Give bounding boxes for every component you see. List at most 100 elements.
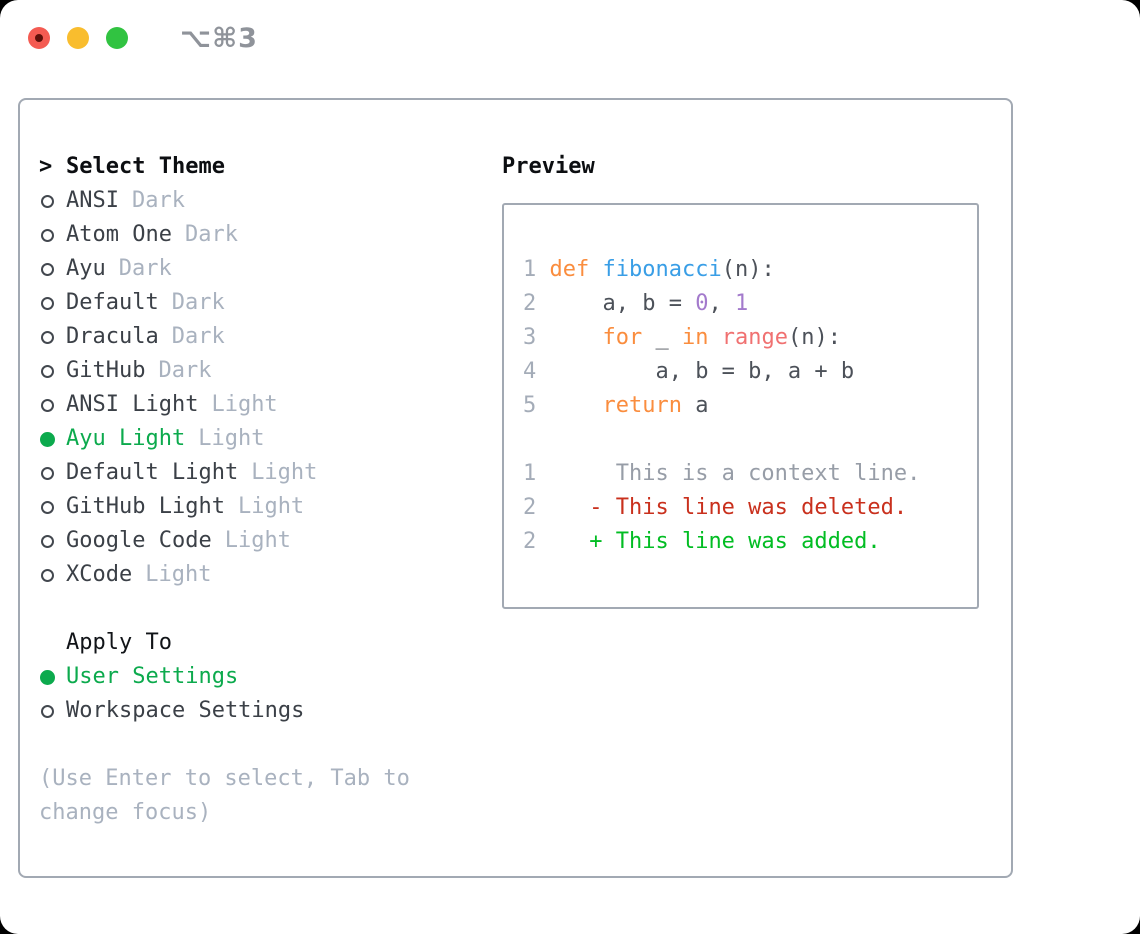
code-line: 1 def fibonacci(n): — [523, 253, 977, 287]
code-token-number: 1 — [734, 291, 749, 316]
code-line: 3 for _ in range(n): — [523, 321, 977, 355]
theme-name: GitHub — [66, 358, 146, 383]
preview-title: Preview — [502, 154, 595, 179]
radio-icon — [41, 228, 54, 242]
line-number: 1 — [523, 461, 590, 486]
radio-cell — [39, 660, 66, 694]
window-title: ⌥⌘3 — [180, 22, 258, 54]
code-preview: 1 def fibonacci(n): 2 a, b = 0, 1 3 for _ … — [523, 253, 977, 423]
theme-name: Dracula — [66, 324, 159, 349]
theme-option-ayu[interactable]: Ayu Dark — [39, 252, 480, 286]
radio-icon — [41, 500, 54, 514]
radio-icon — [41, 364, 54, 378]
radio-cell — [39, 422, 66, 456]
code-token-keyword: for — [602, 325, 643, 350]
diff-text: + This line was added. — [589, 529, 881, 554]
line-number: 2 — [523, 291, 550, 316]
radio-cell — [39, 320, 66, 354]
close-button[interactable] — [28, 27, 50, 49]
radio-icon — [41, 534, 54, 548]
keyboard-hint: (Use Enter to select, Tab to change focu… — [39, 766, 410, 825]
code-token-plain: (n): — [787, 325, 841, 350]
apply-option-label: Workspace Settings — [66, 698, 305, 723]
radio-icon — [41, 296, 54, 310]
radio-icon — [41, 568, 54, 582]
code-token-plain — [550, 393, 603, 418]
code-token-function: fibonacci — [602, 257, 722, 282]
apply-option-workspace-settings[interactable]: Workspace Settings — [39, 694, 480, 728]
radio-cell — [39, 388, 66, 422]
radio-cell — [39, 456, 66, 490]
theme-variant-badge: Dark — [118, 256, 172, 281]
code-token-plain — [550, 325, 603, 350]
theme-option-dracula[interactable]: Dracula Dark — [39, 320, 480, 354]
theme-name: Atom One — [66, 222, 172, 247]
theme-variant-badge: Dark — [171, 324, 225, 349]
line-number: 2 — [523, 495, 590, 520]
radio-cell — [39, 218, 66, 252]
preview-separator — [523, 423, 977, 457]
theme-variant-badge: Dark — [131, 188, 185, 213]
theme-variant-badge: Light — [145, 562, 212, 587]
traffic-lights — [28, 27, 145, 49]
preview-box: 1 def fibonacci(n): 2 a, b = 0, 1 3 for _ … — [502, 203, 979, 609]
code-token-plain: a, b = b, a + b — [549, 359, 855, 384]
radio-icon — [41, 398, 54, 412]
code-token-plain: , — [708, 291, 735, 316]
theme-variant-badge: Light — [198, 426, 265, 451]
radio-cell — [39, 558, 66, 592]
apply-to-header: Apply To — [39, 626, 480, 660]
radio-cell — [39, 524, 66, 558]
apply-option-label: User Settings — [66, 664, 239, 689]
select-theme-title: Select Theme — [66, 154, 225, 179]
zoom-button[interactable] — [106, 27, 128, 49]
code-token-plain: a — [681, 393, 709, 418]
diff-preview: 1 This is a context line.2 - This line w… — [523, 457, 977, 559]
diff-line-context: 1 This is a context line. — [523, 457, 977, 491]
radio-cell — [39, 694, 66, 728]
code-token-number: 0 — [695, 291, 709, 316]
modified-dot-icon — [35, 34, 43, 42]
theme-variant-badge: Dark — [158, 358, 212, 383]
select-theme-header: > Select Theme — [39, 150, 480, 184]
radio-icon — [41, 262, 54, 276]
theme-variant-badge: Dark — [171, 290, 225, 315]
line-number: 2 — [523, 529, 590, 554]
theme-option-ansi[interactable]: ANSI Dark — [39, 184, 480, 218]
radio-icon — [41, 704, 54, 718]
code-token-keyword: in — [681, 325, 709, 350]
line-number: 5 — [523, 393, 550, 418]
apply-option-user-settings[interactable]: User Settings — [39, 660, 480, 694]
code-token-plain: a, b = — [549, 291, 696, 316]
radio-cell — [39, 252, 66, 286]
theme-option-ayu-light[interactable]: Ayu Light Light — [39, 422, 480, 456]
minimize-button[interactable] — [67, 27, 89, 49]
radio-selected-icon — [40, 669, 55, 685]
theme-name: Google Code — [66, 528, 212, 553]
radio-cell — [39, 490, 66, 524]
theme-name: Ayu — [66, 256, 106, 281]
apply-to-indent — [39, 626, 66, 660]
theme-name: GitHub Light — [66, 494, 225, 519]
theme-name: Ayu Light — [66, 426, 186, 451]
code-line: 4 a, b = b, a + b — [523, 355, 977, 389]
theme-option-github[interactable]: GitHub Dark — [39, 354, 480, 388]
diff-text: This is a context line. — [589, 461, 921, 486]
theme-option-default[interactable]: Default Dark — [39, 286, 480, 320]
theme-name: Default — [66, 290, 159, 315]
code-token-plain — [589, 257, 602, 282]
theme-name: ANSI — [66, 188, 119, 213]
radio-cell — [39, 184, 66, 218]
code-token-plain: (n): — [721, 257, 775, 282]
